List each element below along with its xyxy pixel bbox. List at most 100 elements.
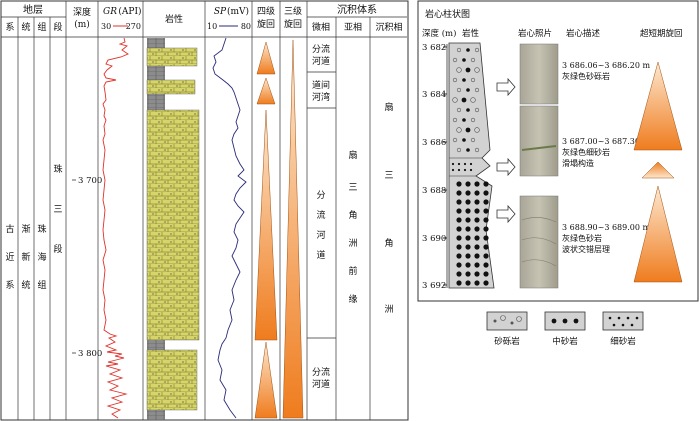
header-sub: 亚相 — [344, 21, 362, 33]
header-gr: GR — [103, 7, 117, 17]
micro-facies-label: 河 — [316, 229, 325, 241]
core-depth-tick: 3 684 — [422, 90, 446, 100]
cycle4-column — [254, 41, 278, 419]
lithology-legend: 砂砾岩 中砂岩 细砂岩 — [486, 311, 644, 347]
cycle4-triangle — [256, 41, 276, 75]
cycle3-column — [282, 39, 304, 419]
micro-facies-label: 分流 — [312, 366, 330, 378]
legend-label: 细砂岩 — [610, 336, 636, 347]
legend-item: 砂砾岩 — [486, 311, 528, 347]
lithology-column — [146, 38, 200, 420]
header-system: 沉积体系 — [337, 3, 377, 16]
strat-tong: 渐 新 统 — [21, 223, 30, 291]
core-desc-range: 3 687.00~3 687.30 m — [562, 137, 650, 146]
core-depth-tick: 3 686 — [422, 138, 446, 148]
strat-char: 近 — [5, 251, 14, 263]
micro-facies-label: 河湾 — [312, 91, 330, 103]
strat-char: 古 — [5, 223, 14, 235]
sub-facies-column: 扇 三 角 洲 前 缘 — [348, 149, 357, 305]
core-descriptions: 3 686.06~3 686.20 m 灰绿色砂砾岩 3 687.00~3 68… — [562, 61, 650, 254]
core-photo-image — [519, 43, 559, 105]
header-tong: 统 — [21, 21, 30, 33]
facies-char: 角 — [384, 237, 393, 249]
core-header-depth: 深度 (m) — [422, 28, 456, 39]
strat-char: 珠 — [37, 223, 46, 235]
core-depth-tick: 3 688 — [422, 186, 446, 196]
header-micro: 微相 — [312, 21, 330, 33]
core-desc-text: 波状交错层理 — [562, 244, 610, 254]
sub-facies-char: 洲 — [348, 238, 357, 249]
core-arrows — [496, 77, 516, 224]
header-cycle3-b: 旋回 — [284, 18, 302, 30]
depth-axis: 3 700 3 800 — [72, 176, 102, 359]
micro-facies-column: 分流 河道 道间 河湾 分 流 河 道 分流 河道 — [312, 43, 330, 390]
sp-scale-max: 80 — [241, 22, 251, 31]
strat-duan: 珠 三 段 — [53, 163, 62, 255]
core-header-lithology: 岩性 — [462, 28, 480, 39]
header-zu: 组 — [37, 21, 46, 33]
header-facies: 沉积相 — [375, 21, 402, 33]
strat-char: 珠 — [53, 163, 62, 175]
facies-column: 扇 三 角 洲 — [384, 101, 393, 315]
core-depth-tick: 3 692 — [422, 281, 446, 291]
header-depth-unit: (m) — [74, 19, 90, 30]
core-photos — [519, 43, 559, 289]
sub-facies-char: 三 — [348, 183, 357, 193]
header-depth: 深度 — [73, 6, 91, 18]
strat-char: 组 — [37, 279, 46, 291]
header-strata: 地层 — [23, 3, 43, 16]
log-grid — [1, 1, 407, 420]
core-lithology-column — [448, 42, 495, 289]
facies-char: 洲 — [384, 304, 393, 315]
sub-facies-char: 角 — [348, 209, 357, 221]
cycle4-triangle — [254, 109, 278, 341]
legend-label: 砂砾岩 — [494, 336, 520, 347]
cycle4-triangle — [256, 77, 276, 105]
strat-char: 三 — [53, 205, 62, 215]
micro-facies-label: 分流 — [312, 43, 330, 55]
gr-curve — [102, 37, 129, 419]
well-log-panel: 地层 系 统 组 段 深度 (m) GR (API) 30 270 岩性 SP … — [0, 0, 409, 421]
strat-zu: 珠 海 组 — [37, 223, 46, 291]
micro-facies-label: 分 — [316, 190, 325, 201]
header-cycle3-a: 三级 — [284, 5, 302, 17]
micro-facies-label: 河道 — [312, 378, 330, 390]
header-lithology: 岩性 — [165, 13, 183, 25]
strat-xi: 古 近 系 — [5, 223, 14, 291]
strat-char: 统 — [21, 279, 30, 291]
core-panel-title: 岩心柱状图 — [425, 8, 470, 20]
micro-facies-label: 流 — [316, 209, 325, 221]
micro-facies-label: 道间 — [312, 79, 330, 91]
short-cycle-triangle — [633, 185, 683, 283]
strat-char: 新 — [21, 251, 30, 263]
core-desc-range: 3 686.06~3 686.20 m — [562, 61, 650, 70]
core-header-photo: 岩心照片 — [518, 28, 552, 39]
core-desc-range: 3 688.90~3 689.00 m — [562, 223, 650, 232]
facies-char: 三 — [384, 171, 393, 181]
short-cycle-triangle — [641, 161, 675, 179]
gr-scale-min: 30 — [101, 22, 111, 31]
core-desc-text: 滑塌构造 — [562, 158, 594, 168]
core-desc-text: 灰绿色细砂岩 — [562, 147, 610, 157]
fine-sandstone-icon — [602, 311, 644, 331]
short-cycle-triangle — [633, 61, 683, 151]
short-cycle-column — [633, 61, 683, 283]
facies-char: 扇 — [384, 101, 393, 113]
core-depth-axis: 3 682 3 684 3 686 3 688 3 690 3 692 — [422, 43, 448, 291]
core-header-description: 岩心描述 — [566, 28, 601, 39]
header-xi: 系 — [5, 22, 14, 33]
gravel-sandstone-icon — [486, 311, 528, 331]
cycle4-triangle — [254, 341, 278, 419]
sp-curve — [212, 37, 247, 419]
strat-char: 渐 — [21, 223, 30, 235]
legend-item: 中砂岩 — [544, 311, 586, 347]
header-sp-unit: (mV) — [227, 6, 249, 17]
gr-scale-max: 270 — [126, 22, 141, 31]
sub-facies-char: 扇 — [348, 149, 357, 161]
micro-facies-label: 道 — [316, 249, 325, 261]
sub-facies-char: 缘 — [348, 293, 357, 305]
legend-item: 细砂岩 — [602, 311, 644, 347]
strat-char: 段 — [53, 243, 62, 255]
sub-facies-char: 前 — [348, 265, 357, 277]
